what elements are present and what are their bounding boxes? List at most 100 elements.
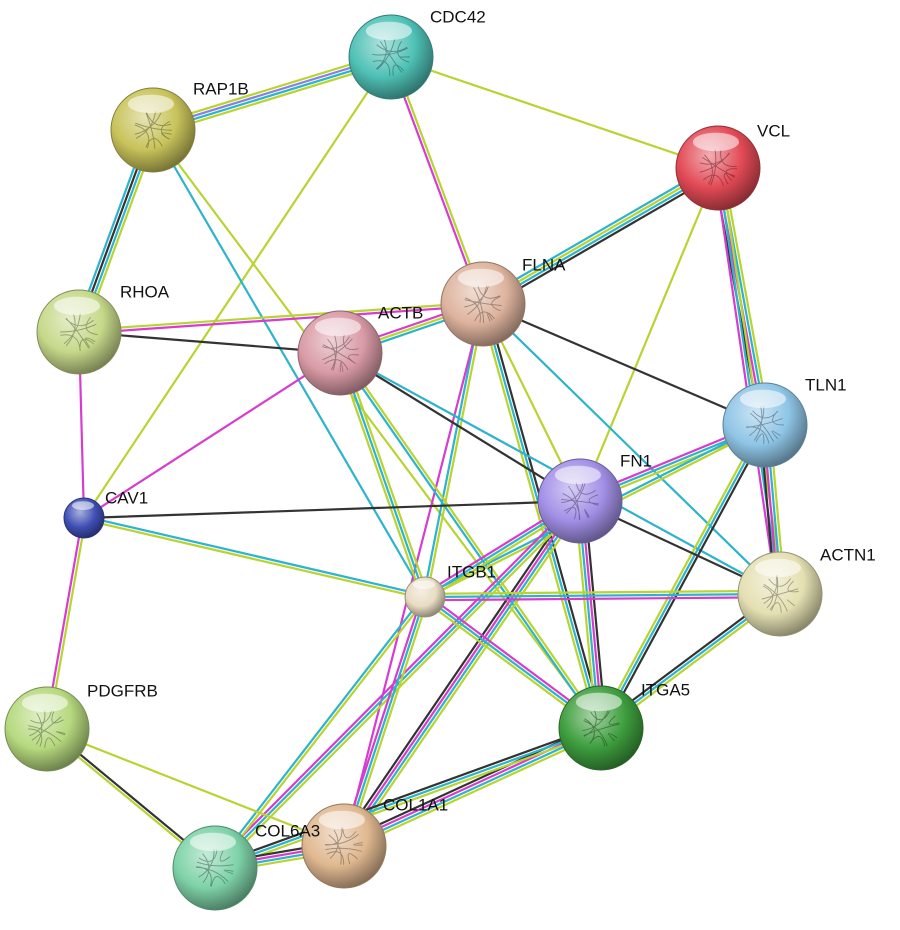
- edge-actb-cav1: [82, 351, 342, 520]
- edge-actb-itgb1: [335, 350, 430, 600]
- node-label-pdgfrb: PDGFRB: [87, 681, 158, 700]
- protein-structure-icon: [196, 849, 234, 887]
- node-label-actn1: ACTN1: [820, 545, 876, 564]
- edge-line: [484, 171, 722, 310]
- node-label-vcl: VCL: [757, 121, 790, 140]
- edge-line: [602, 425, 769, 731]
- edge-tln1-itga5: [597, 422, 769, 731]
- edge-line: [716, 166, 782, 596]
- protein-structure-icon: [325, 827, 363, 865]
- node-highlight: [457, 268, 504, 288]
- edge-flna-actn1: [481, 302, 782, 596]
- node-col1a1[interactable]: [301, 803, 387, 889]
- edge-pdgfrb-col1a1: [45, 727, 346, 848]
- edge-fn1-col1a1: [338, 497, 586, 850]
- edge-line: [423, 596, 782, 602]
- edge-line: [212, 723, 602, 867]
- edge-line: [425, 303, 486, 599]
- node-cav1[interactable]: [63, 497, 105, 539]
- node-cdc42[interactable]: [348, 14, 434, 100]
- edge-line: [341, 350, 430, 598]
- node-fn1[interactable]: [537, 458, 623, 544]
- edge-line: [77, 330, 342, 355]
- edge-line: [45, 727, 346, 848]
- edge-itga5-col6a3: [212, 723, 604, 873]
- node-itga5[interactable]: [558, 685, 644, 771]
- edge-line: [344, 731, 605, 852]
- edge-line: [77, 301, 484, 332]
- edge-rap1b-itga5: [151, 128, 603, 730]
- edge-line: [481, 302, 767, 427]
- edge-cdc42-cav1: [82, 55, 393, 520]
- protein-structure-icon: [746, 406, 784, 444]
- node-highlight: [575, 692, 623, 712]
- node-col6a3[interactable]: [172, 825, 258, 911]
- node-label-flna: FLNA: [522, 255, 566, 274]
- edge-line: [151, 128, 603, 730]
- edge-line: [77, 304, 485, 335]
- node-label-actb: ACTB: [378, 303, 423, 322]
- edge-line: [478, 303, 600, 731]
- node-label-cdc42: CDC42: [430, 7, 486, 26]
- edge-line: [151, 128, 427, 599]
- edge-rap1b-itgb1: [151, 128, 427, 599]
- node-label-fn1: FN1: [620, 451, 652, 470]
- edge-line: [342, 595, 427, 848]
- edge-line: [337, 352, 601, 731]
- edge-line: [82, 499, 582, 520]
- edge-line: [388, 56, 483, 306]
- node-label-rhoa: RHOA: [120, 282, 170, 301]
- protein-structure-icon: [372, 38, 410, 76]
- edge-line: [345, 596, 430, 849]
- edge-line: [423, 589, 782, 595]
- node-tln1[interactable]: [722, 382, 808, 468]
- node-vcl[interactable]: [675, 125, 761, 211]
- edge-line: [212, 594, 425, 869]
- node-highlight: [21, 693, 68, 713]
- node-actn1[interactable]: [737, 551, 823, 637]
- node-label-itgb1: ITGB1: [447, 562, 496, 581]
- edge-line: [578, 166, 720, 503]
- node-highlight: [754, 558, 802, 578]
- edge-line: [482, 168, 720, 307]
- edge-line: [340, 351, 604, 729]
- protein-structure-icon: [761, 575, 799, 613]
- edge-line: [391, 55, 486, 305]
- edge-line: [82, 351, 342, 520]
- node-highlight: [318, 810, 365, 830]
- edge-line: [82, 55, 393, 520]
- edge-vcl-fn1: [578, 166, 720, 503]
- protein-nodes: [4, 14, 823, 911]
- edge-line: [597, 422, 764, 728]
- edge-flna-itgb1: [422, 302, 486, 599]
- node-label-cav1: CAV1: [105, 488, 148, 507]
- node-highlight: [739, 389, 787, 409]
- node-highlight: [127, 94, 174, 114]
- edge-line: [423, 592, 782, 599]
- edge-line: [343, 728, 603, 849]
- node-highlight: [72, 501, 94, 510]
- edge-line: [346, 502, 586, 850]
- edge-line: [713, 167, 778, 596]
- edge-line: [338, 497, 578, 845]
- node-label-col1a1: COL1A1: [383, 795, 448, 814]
- node-flna[interactable]: [440, 261, 526, 347]
- node-actb[interactable]: [297, 310, 383, 396]
- node-itgb1[interactable]: [404, 576, 446, 618]
- edge-line: [344, 500, 583, 849]
- edge-vcl-flna: [479, 162, 722, 310]
- node-labels: CDC42RAP1BVCLRHOAFLNAACTBTLN1FN1CAV1ACTN…: [87, 7, 876, 840]
- edge-itgb1-col6a3: [212, 594, 428, 871]
- protein-structure-icon: [322, 334, 359, 372]
- node-pdgfrb[interactable]: [4, 686, 90, 772]
- node-highlight: [692, 132, 740, 152]
- node-label-rap1b: RAP1B: [193, 79, 249, 98]
- edge-line: [481, 165, 719, 304]
- edge-cdc42-vcl: [389, 55, 720, 170]
- node-highlight: [365, 21, 412, 41]
- node-rap1b[interactable]: [110, 87, 196, 173]
- node-rhoa[interactable]: [36, 289, 122, 375]
- protein-structure-icon: [699, 149, 737, 187]
- node-highlight: [413, 580, 435, 589]
- edge-rhoa-actb: [77, 330, 342, 355]
